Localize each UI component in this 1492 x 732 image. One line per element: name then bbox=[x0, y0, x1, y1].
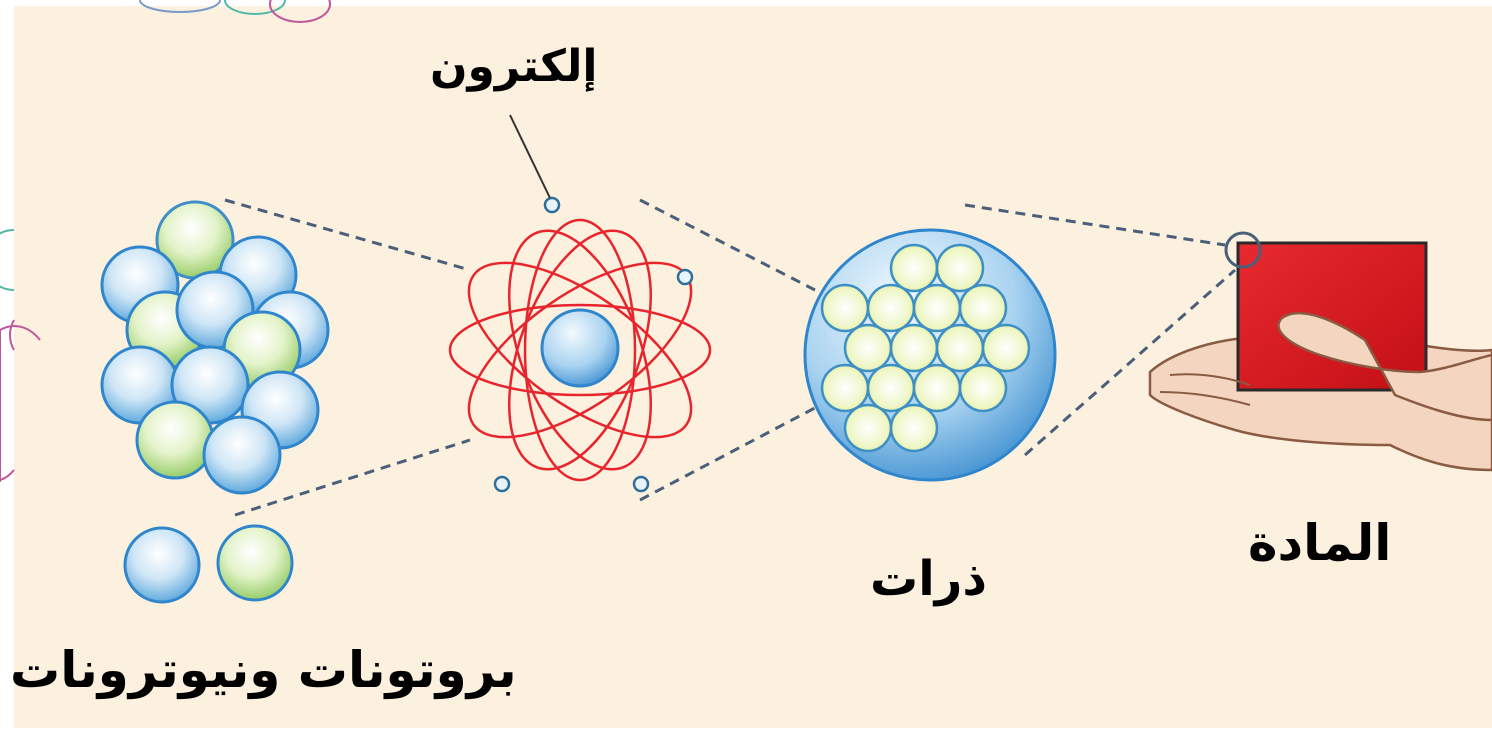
matter-block bbox=[1238, 243, 1426, 390]
proton bbox=[125, 528, 199, 602]
atom-cell bbox=[868, 285, 914, 331]
atom-cell bbox=[960, 285, 1006, 331]
electron bbox=[678, 270, 692, 284]
electron bbox=[495, 477, 509, 491]
atom-cell bbox=[891, 405, 937, 451]
atom-nucleus bbox=[542, 310, 618, 386]
atom-cell bbox=[937, 325, 983, 371]
atom-cell bbox=[914, 285, 960, 331]
electron bbox=[545, 198, 559, 212]
atom-cell bbox=[914, 365, 960, 411]
atom-cell bbox=[937, 245, 983, 291]
atom-cell bbox=[845, 405, 891, 451]
neutron bbox=[218, 526, 292, 600]
atoms-label: ذرات bbox=[870, 555, 987, 603]
atom-cell bbox=[868, 365, 914, 411]
atom-cell bbox=[845, 325, 891, 371]
atom-cell bbox=[891, 245, 937, 291]
atom-cell bbox=[891, 325, 937, 371]
electron-label: إلكترون bbox=[430, 45, 597, 89]
protons-neutrons-label: بروتونات ونيوترونات bbox=[10, 645, 517, 695]
atom-cell bbox=[822, 365, 868, 411]
atom-cell bbox=[822, 285, 868, 331]
atom-cell bbox=[983, 325, 1029, 371]
atom-cell bbox=[960, 365, 1006, 411]
matter-label: المادة bbox=[1248, 518, 1391, 568]
electron bbox=[634, 477, 648, 491]
atoms-sphere bbox=[805, 230, 1055, 480]
